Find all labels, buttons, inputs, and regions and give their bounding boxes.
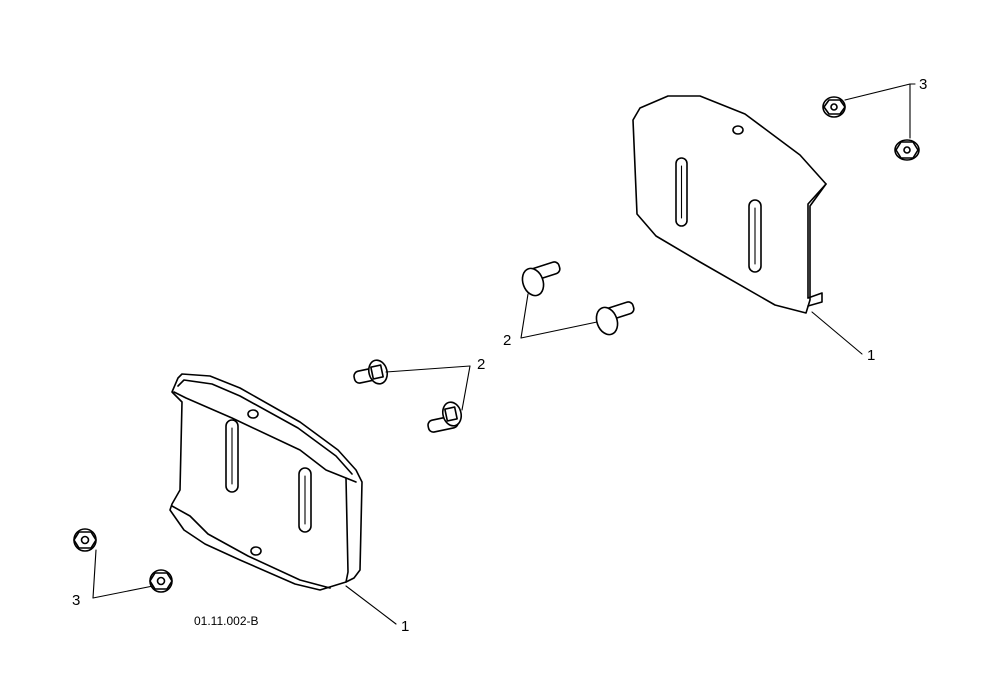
flange-nut-3 xyxy=(73,528,97,552)
carriage-bolt-2 xyxy=(595,301,635,336)
flange-nut-2 xyxy=(894,139,920,161)
leader-lines xyxy=(92,83,916,625)
callout-3-right: 3 xyxy=(919,76,927,93)
carriage-bolt-1 xyxy=(521,261,561,297)
skid-shoe-left xyxy=(169,373,363,591)
carriage-bolt-4 xyxy=(427,401,463,433)
callout-1-left: 1 xyxy=(401,618,409,635)
callout-2-right: 2 xyxy=(503,332,511,349)
flange-nut-4 xyxy=(149,569,173,593)
carriage-bolt-3 xyxy=(353,359,389,385)
callout-3-left: 3 xyxy=(72,592,80,609)
skid-shoe-right xyxy=(632,95,827,314)
callout-1-right: 1 xyxy=(867,347,875,364)
callout-2-left: 2 xyxy=(477,356,485,373)
drawing-code: 01.11.002-B xyxy=(194,614,259,628)
flange-nut-1 xyxy=(822,96,846,118)
